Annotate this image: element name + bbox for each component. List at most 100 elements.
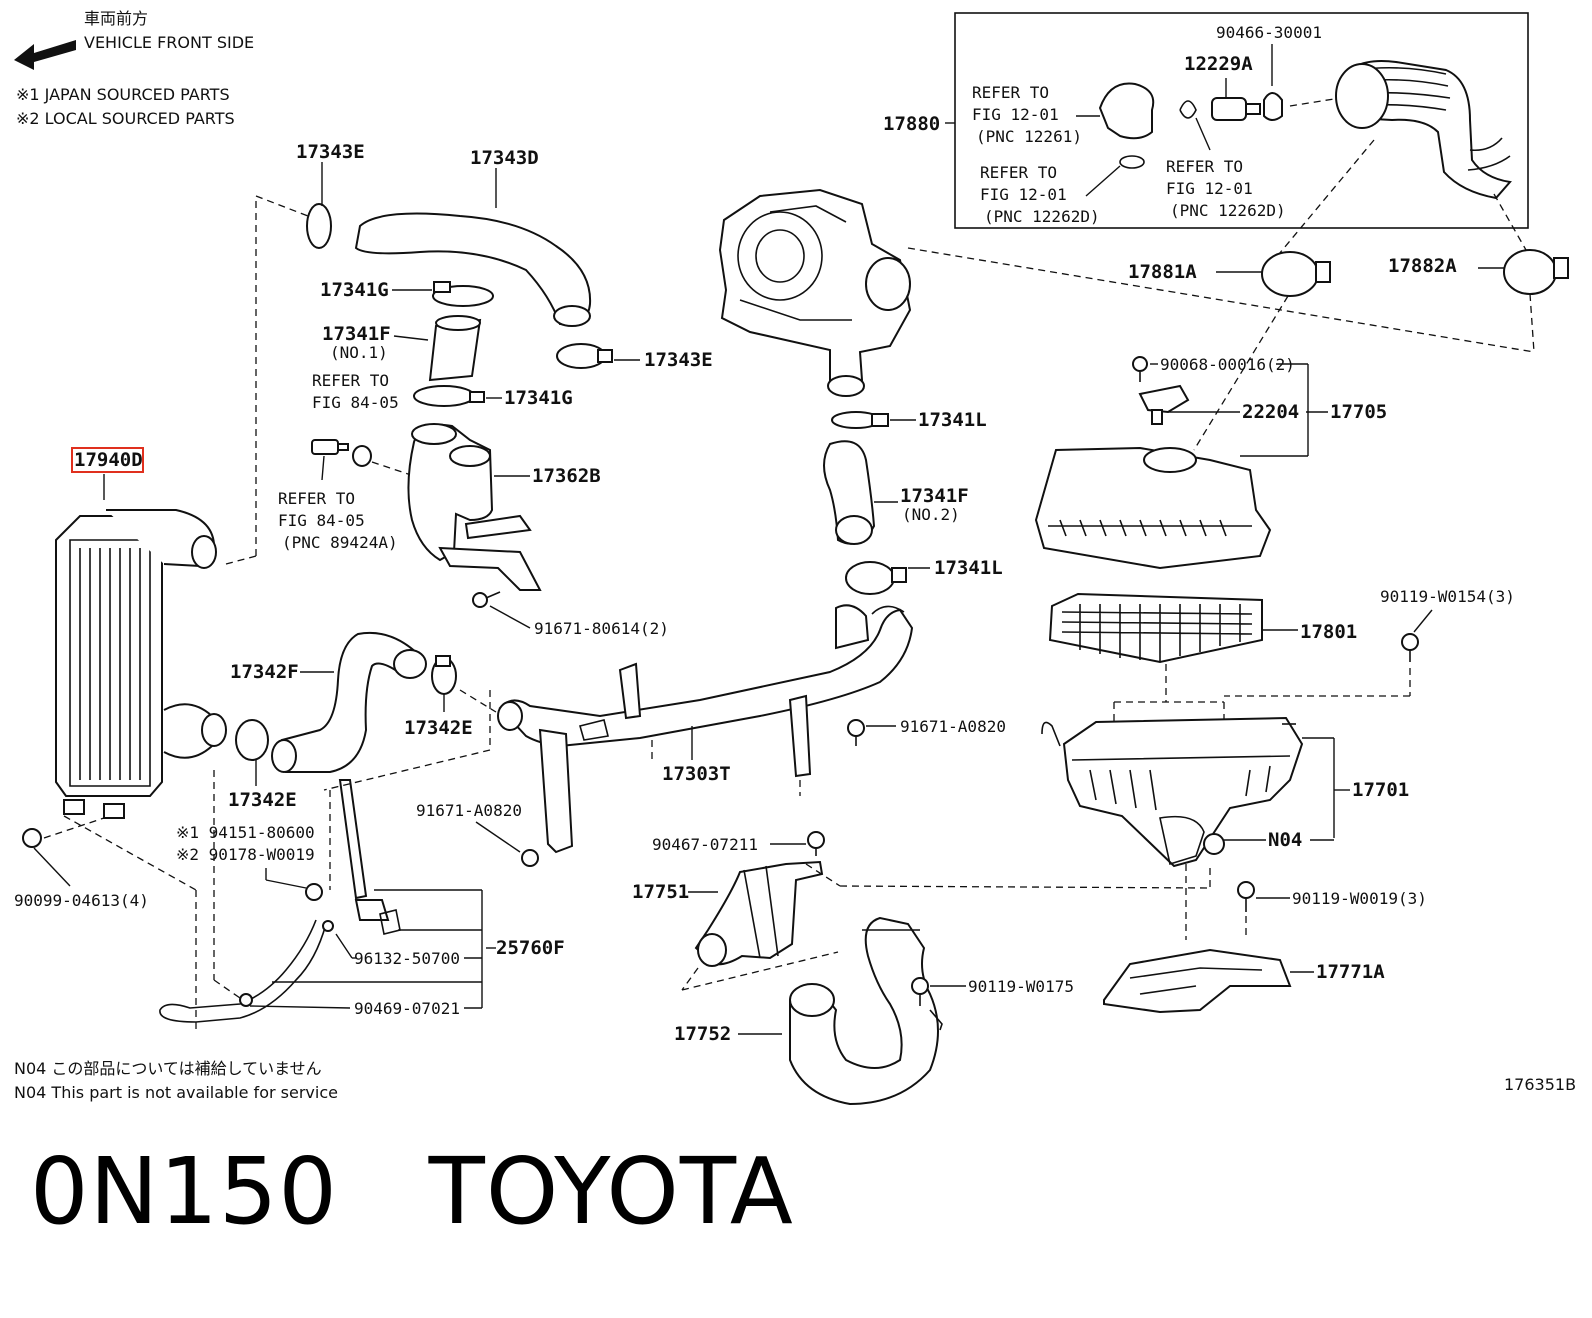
highlight-17940d [71,447,144,473]
label-17801[interactable]: 17801 [1300,621,1357,643]
label-17701[interactable]: 17701 [1352,779,1409,801]
label-90119-w0019[interactable]: 90119-W0019(3) [1292,889,1427,908]
label-90469-07021[interactable]: 90469-07021 [354,999,460,1018]
clamp-17341g-mid-part [413,385,485,407]
air-cleaner-case-17701-part [1041,716,1304,868]
label-17341f-left-sub: (NO.1) [330,343,388,362]
label-17343e-top[interactable]: 17343E [296,141,365,163]
label-17362b[interactable]: 17362B [532,465,601,487]
label-17771a[interactable]: 17771A [1316,961,1385,983]
clip-part [1179,100,1211,151]
label-n04[interactable]: N04 [1268,829,1302,851]
label-22204[interactable]: 22204 [1242,401,1299,423]
refer-84-05b-line1: REFER TO [278,489,355,508]
figure-code: 176351B [1504,1075,1576,1094]
label-25760f[interactable]: 25760F [496,937,565,959]
bracket-17771a-part [1103,948,1292,1014]
label-17341f-right[interactable]: 17341F [900,485,969,507]
inset-refer2-line3: (PNC 12262D) [984,207,1100,226]
clamp-17342e-mid-part [431,655,457,695]
n04-note-en: N04 This part is not available for servi… [14,1083,338,1102]
vehicle-front-arrow-icon [14,40,76,70]
air-filter-17801-part [1048,592,1263,664]
label-17341g-mid[interactable]: 17341G [504,387,573,409]
hose-17341f-no2-part [823,440,876,545]
intercooler-17940d-part [55,509,227,819]
bolt-90119-w0019-part [1237,881,1255,912]
label-17751[interactable]: 17751 [632,881,689,903]
bolt-91671-80614-part [472,591,501,608]
label-17752[interactable]: 17752 [674,1023,731,1045]
label-90119-w0175[interactable]: 90119-W0175 [968,977,1074,996]
bolt-91671-a0820-right-part [847,719,865,746]
inlet-duct-17752-part [789,916,943,1106]
label-17880[interactable]: 17880 [883,113,940,135]
bolt-90099-part [22,828,42,848]
grommet-n04-part [1203,833,1225,855]
label-17303t[interactable]: 17303T [662,763,731,785]
inset-refer3-line1: REFER TO [1166,157,1243,176]
label-17341f-left[interactable]: 17341F [322,323,391,345]
label-17342f[interactable]: 17342F [230,661,299,683]
label-17342e-bottom[interactable]: 17342E [228,789,297,811]
inset-refer2-line2: FIG 12-01 [980,185,1067,204]
bolt-90119-w0154-part [1401,633,1419,662]
label-91671-a0820-left[interactable]: 91671-A0820 [416,801,522,820]
label-91671-80614[interactable]: 91671-80614(2) [534,619,669,638]
label-17940d[interactable]: 17940D [74,449,143,471]
label-17882a[interactable]: 17882A [1388,255,1457,277]
sensor-part [311,439,349,481]
inset-refer1-line2: FIG 12-01 [972,105,1059,124]
inlet-duct-17751-part [694,860,824,967]
label-17341l-top[interactable]: 17341L [918,409,987,431]
label-12229a[interactable]: 12229A [1184,53,1253,75]
washer-part [352,445,372,467]
label-91671-a0820-right[interactable]: 91671-A0820 [900,717,1006,736]
label-17343e-mid[interactable]: 17343E [644,349,713,371]
label-17705[interactable]: 17705 [1330,401,1387,423]
inset-refer1-line1: REFER TO [972,83,1049,102]
bolt-90467-part [807,831,825,856]
clamp-17341g-top-part [432,281,494,307]
front-side-label-jp: 車両前方 [84,9,148,28]
label-17342e-mid[interactable]: 17342E [404,717,473,739]
hose-clamp-17881a-part [1261,251,1331,297]
label-90068-00016[interactable]: 90068-00016(2) [1160,355,1295,374]
air-cleaner-cap-17705-part [1034,446,1272,570]
label-90099-04613[interactable]: 90099-04613(4) [14,891,149,910]
vacuum-hose-part [159,919,334,1023]
clip-90469-part [239,993,253,1007]
vsv-pipe-part [1076,82,1155,140]
label-17341l-bottom[interactable]: 17341L [934,557,1003,579]
label-17341g-top[interactable]: 17341G [320,279,389,301]
n04-note-jp: N04 この部品については補給していません [14,1059,322,1078]
label-90467-07211[interactable]: 90467-07211 [652,835,758,854]
japan-sourced-note: ※1 JAPAN SOURCED PARTS [16,85,230,104]
inset-refer3-line3: (PNC 12262D) [1170,201,1286,220]
bolt-90119-w0175-part [911,977,929,1006]
label-17881a[interactable]: 17881A [1128,261,1197,283]
inset-refer1-line3: (PNC 12261) [976,127,1082,146]
inset-refer2-line1: REFER TO [980,163,1057,182]
refer-84-05-line1: REFER TO [312,371,389,390]
refer-84-05b-line3: (PNC 89424A) [282,533,398,552]
bolt-91671-a0820-left-part [521,849,539,867]
hose-17362b-part [407,423,542,591]
vacuum-pipe-part [338,779,401,935]
nut-90178-part [305,883,323,901]
footer-title: 0N150 TOYOTA [30,1138,794,1245]
label-17341f-right-sub: (NO.2) [902,505,960,524]
label-96132-50700[interactable]: 96132-50700 [354,949,460,968]
hose-17342f-part [271,631,427,773]
label-90178-w0019[interactable]: ※2 90178-W0019 [176,845,315,864]
inset-frame [954,12,1529,229]
label-17343d[interactable]: 17343D [470,147,539,169]
label-90466-30001[interactable]: 90466-30001 [1216,23,1322,42]
refer-84-05b-line2: FIG 84-05 [278,511,365,530]
label-90119-w0154[interactable]: 90119-W0154(3) [1380,587,1515,606]
clamp-17343e-top-part [306,203,332,249]
label-94151-80600[interactable]: ※1 94151-80600 [176,823,315,842]
hose-clamp-small-part [1085,155,1145,197]
